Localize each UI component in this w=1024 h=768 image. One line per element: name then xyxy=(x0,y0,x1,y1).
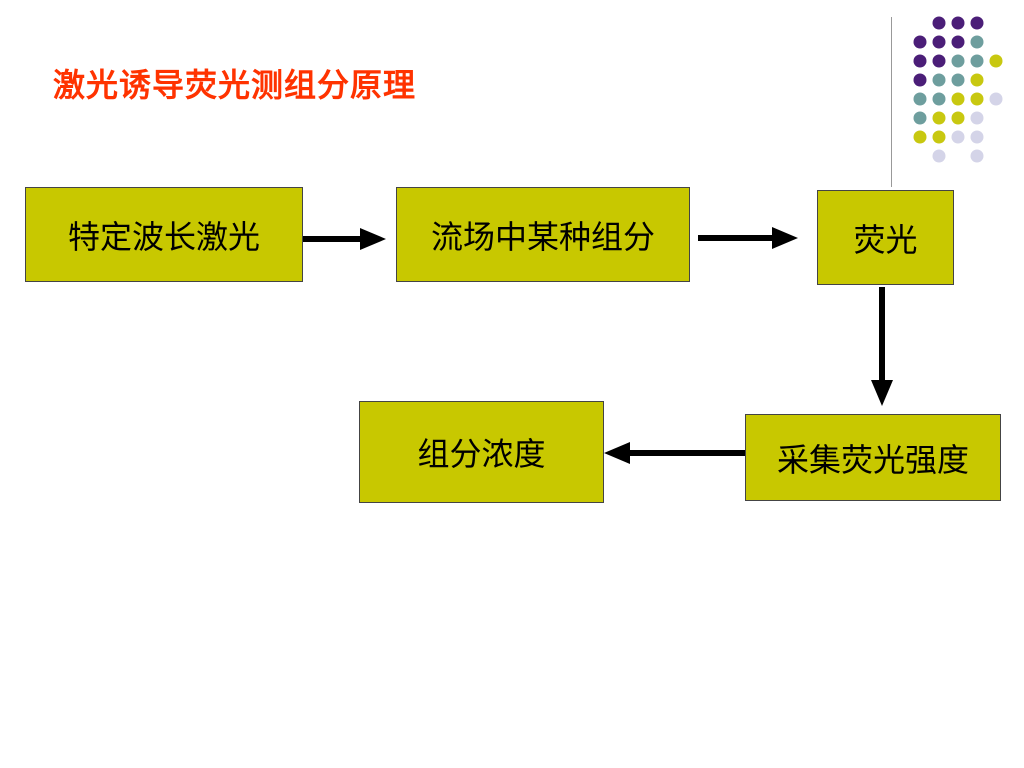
decorative-dot xyxy=(989,54,1003,68)
decorative-dot-grid xyxy=(913,16,1003,163)
decorative-dot xyxy=(951,54,965,68)
decorative-dot xyxy=(951,92,965,106)
decorative-dot xyxy=(970,73,984,87)
decorative-dot xyxy=(989,92,1003,106)
node-component-label: 流场中某种组分 xyxy=(430,217,655,256)
decorative-dot xyxy=(932,16,946,30)
decorative-dot xyxy=(932,92,946,106)
decorative-dot xyxy=(970,35,984,49)
arrow-fluorescence-to-intensity xyxy=(871,287,893,406)
node-fluorescence: 荧光 xyxy=(817,190,954,285)
decorative-dot xyxy=(970,54,984,68)
decorative-dot xyxy=(951,130,965,144)
decorative-dot xyxy=(932,73,946,87)
arrow-laser-to-component xyxy=(303,228,386,250)
node-laser: 特定波长激光 xyxy=(25,187,303,282)
decorative-dot xyxy=(913,111,927,125)
arrow-component-to-fluorescence xyxy=(698,227,798,249)
decorative-dot xyxy=(913,35,927,49)
decorative-dot xyxy=(951,73,965,87)
node-laser-label: 特定波长激光 xyxy=(67,217,260,256)
decorative-dot xyxy=(913,92,927,106)
node-fluorescence-label: 荧光 xyxy=(853,220,918,259)
decorative-dot xyxy=(932,130,946,144)
decorative-dot xyxy=(932,35,946,49)
arrow-intensity-to-concentration xyxy=(604,442,745,464)
decorative-divider-line xyxy=(891,17,892,187)
decorative-dot xyxy=(913,54,927,68)
decorative-dot xyxy=(970,16,984,30)
decorative-dot xyxy=(913,73,927,87)
decorative-dot xyxy=(913,130,927,144)
decorative-dot xyxy=(970,130,984,144)
decorative-dot xyxy=(932,54,946,68)
node-intensity: 采集荧光强度 xyxy=(745,414,1001,501)
decorative-dot xyxy=(970,111,984,125)
node-concentration: 组分浓度 xyxy=(359,401,604,503)
decorative-dot xyxy=(932,111,946,125)
decorative-dot xyxy=(951,16,965,30)
slide-title: 激光诱导荧光测组分原理 xyxy=(53,66,417,104)
decorative-dot xyxy=(951,35,965,49)
decorative-dot xyxy=(970,149,984,163)
node-intensity-label: 采集荧光强度 xyxy=(776,440,969,479)
decorative-dot xyxy=(932,149,946,163)
node-concentration-label: 组分浓度 xyxy=(417,435,546,473)
decorative-dot xyxy=(970,92,984,106)
node-component: 流场中某种组分 xyxy=(396,187,690,282)
decorative-dot xyxy=(951,111,965,125)
